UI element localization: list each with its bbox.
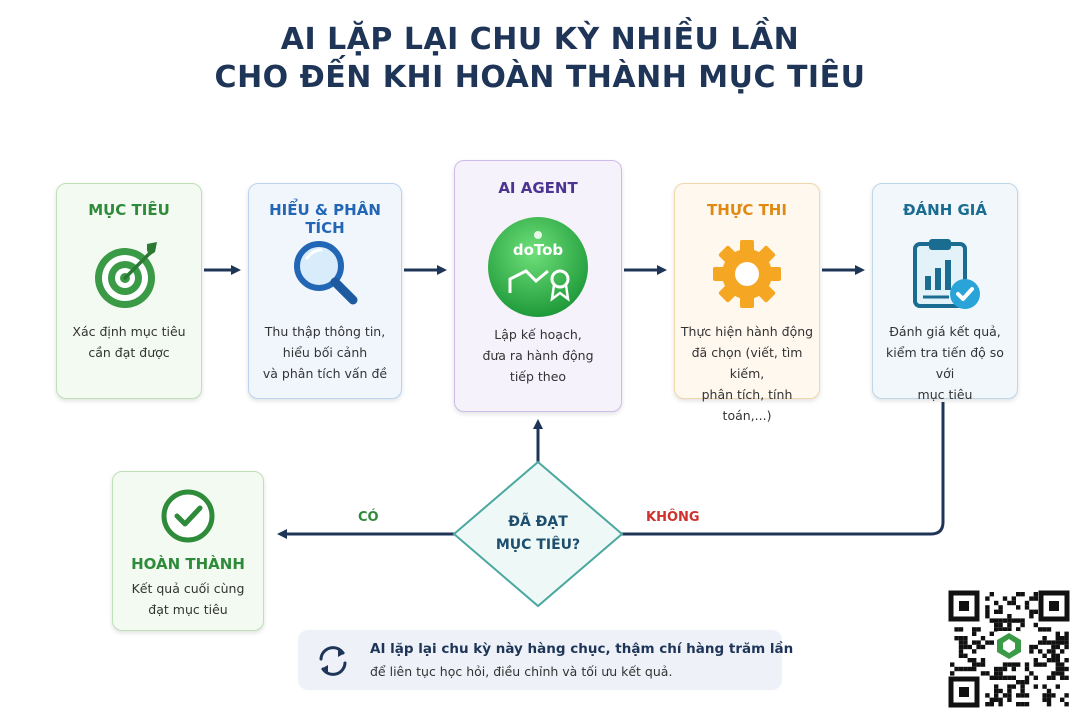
step-done-title: HOÀN THÀNH: [131, 555, 245, 573]
agent-logo-text: doTob: [513, 241, 564, 259]
loop-note: AI lặp lại chu kỳ này hàng chục, thậm ch…: [298, 630, 793, 690]
step-analyze-card: HIỂU & PHÂN TÍCH Thu thập thông tin, hiể…: [248, 183, 402, 399]
loop-note-line1: AI lặp lại chu kỳ này hàng chục, thậm ch…: [370, 641, 794, 657]
check-circle-icon: [161, 489, 215, 543]
loop-note-line2: để liên tục học hỏi, điều chỉnh và tối ư…: [370, 664, 673, 679]
step-evaluate-title: ĐÁNH GIÁ: [902, 201, 987, 219]
step-analyze-desc: Thu thập thông tin, hiểu bối cảnh và phâ…: [262, 324, 388, 381]
step-execute-card: THỰC THI Thực hiện hành động đã chọn (vi…: [674, 183, 820, 423]
qr-finder-top-right: [1038, 590, 1070, 622]
decision-diamond: [452, 460, 624, 608]
step-agent-card: AI AGENT doTob Lập kế hoạch, đưa ra hành…: [454, 160, 622, 412]
step-done-card: HOÀN THÀNH Kết quả cuối cùng đạt mục tiê…: [112, 471, 264, 631]
step-goal-card: MỤC TIÊU Xác định mục tiêu cần đạt được: [56, 183, 202, 399]
decision-no-label: KHÔNG: [646, 510, 700, 525]
clipboard-chart-icon: [913, 239, 980, 309]
decision-question: ĐÃ ĐẠT MỤC TIÊU?: [495, 514, 581, 553]
qr-finder-bottom-left: [948, 676, 980, 708]
refresh-cycle-icon: [319, 646, 347, 676]
step-analyze-title: HIỂU & PHÂN TÍCH: [269, 201, 381, 237]
step-goal-desc: Xác định mục tiêu cần đạt được: [72, 324, 186, 360]
step-goal-title: MỤC TIÊU: [88, 201, 170, 219]
gear-icon: [713, 240, 781, 308]
step-execute-title: THỰC THI: [707, 201, 787, 219]
qr-finder-top-left: [948, 590, 980, 622]
diagram-title-line1: AI LẶP LẠI CHU KỲ NHIỀU LẦN: [280, 22, 800, 57]
arrow-evaluate-to-decision: [622, 402, 945, 536]
decision-yes-label: CÓ: [358, 510, 379, 525]
step-agent-title: AI AGENT: [498, 179, 578, 197]
qr-code: [948, 590, 1070, 708]
robot-logo-icon: doTob: [488, 217, 588, 317]
step-evaluate-desc: Đánh giá kết quả, kiểm tra tiến độ so vớ…: [886, 324, 1004, 402]
step-done-desc: Kết quả cuối cùng đạt mục tiêu: [131, 581, 245, 617]
step-agent-desc: Lập kế hoạch, đưa ra hành động tiếp theo: [482, 327, 594, 384]
step-evaluate-card: ĐÁNH GIÁ Đánh giá kết quả, kiểm tra tiến…: [872, 183, 1018, 402]
target-icon: [95, 242, 157, 308]
step-execute-desc: Thực hiện hành động đã chọn (viết, tìm k…: [680, 324, 814, 423]
diagram-title-line2: CHO ĐẾN KHI HOÀN THÀNH MỤC TIÊU: [214, 60, 866, 95]
magnifier-icon: [294, 241, 358, 305]
